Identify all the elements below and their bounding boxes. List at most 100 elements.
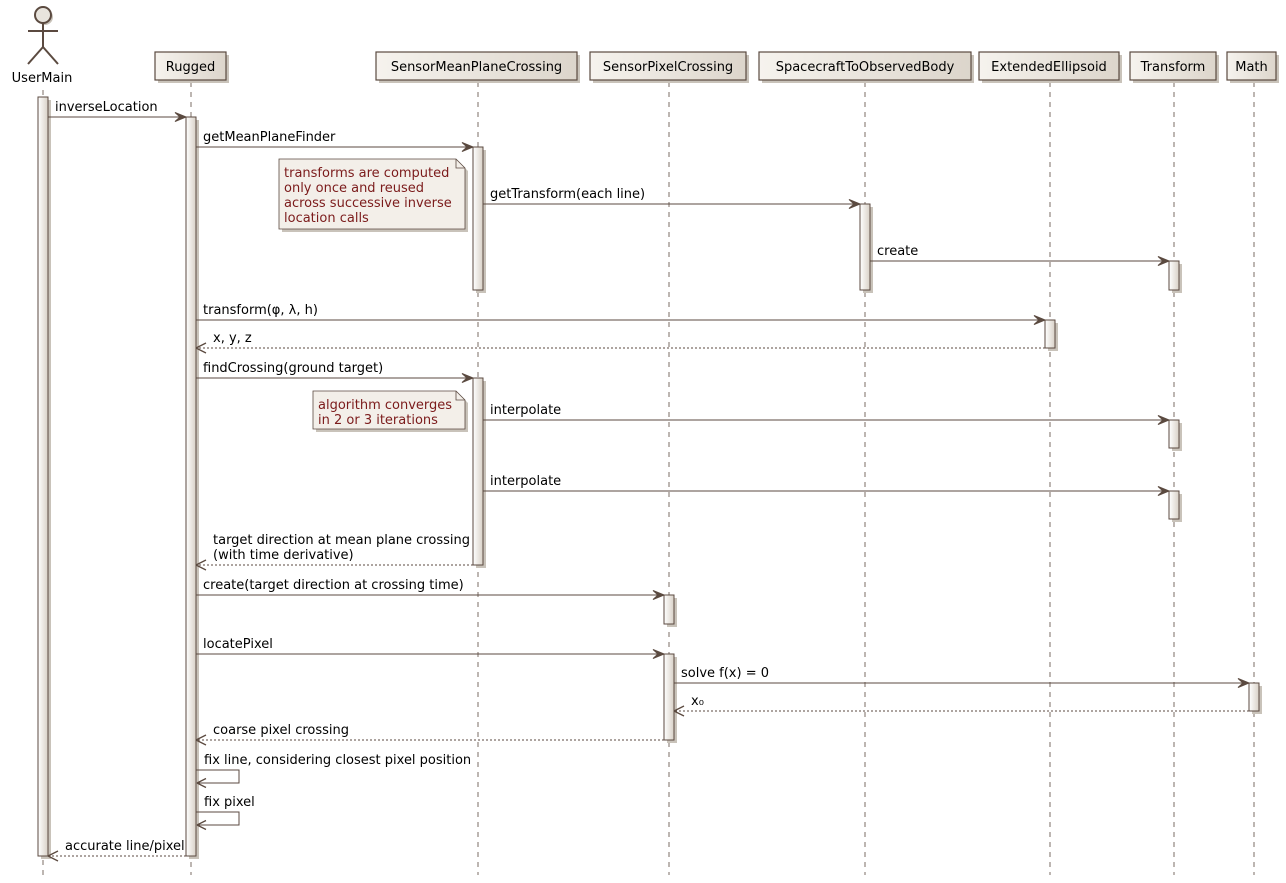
message-label: x₀ <box>691 694 704 709</box>
participant-s2b: SpacecraftToObservedBody <box>758 51 974 83</box>
message-label: x, y, z <box>213 331 252 346</box>
message-call: interpolate <box>483 403 1171 425</box>
message-line <box>196 811 240 826</box>
participant-math: Math <box>1226 51 1279 83</box>
participant-box <box>978 51 1120 81</box>
activation-bar-math <box>1248 682 1260 712</box>
participant-box <box>589 51 747 81</box>
message-label: create(target direction at crossing time… <box>203 578 464 593</box>
note-box <box>278 158 466 230</box>
arrow-head <box>195 342 207 354</box>
message-label: interpolate <box>490 403 561 418</box>
arrow-head <box>47 850 59 862</box>
message-label: interpolate <box>490 474 561 489</box>
activation-bar-rugged <box>185 116 197 857</box>
message-self: fix line, considering closest pixel posi… <box>196 753 471 789</box>
message-label: target direction at mean plane crossing(… <box>213 533 470 563</box>
message-call: create <box>870 244 1171 266</box>
message-call: interpolate <box>483 474 1171 496</box>
arrow-head <box>1157 486 1171 496</box>
message-label: solve f(x) = 0 <box>681 666 769 681</box>
arrow-head <box>848 199 862 209</box>
message-return: accurate line/pixel <box>47 839 186 862</box>
message-return: x, y, z <box>195 331 1045 354</box>
participant-label: Rugged <box>166 60 215 75</box>
participant-label: Math <box>1235 60 1268 75</box>
arrow-head <box>652 590 666 600</box>
message-call: findCrossing(ground target) <box>196 361 475 383</box>
participant-label: SensorPixelCrossing <box>603 60 733 75</box>
activation-bar-smpc <box>472 146 484 291</box>
participant-spc: SensorPixelCrossing <box>589 51 749 83</box>
arrow-head <box>196 777 207 789</box>
arrow-head <box>174 112 188 122</box>
participant-smpc: SensorMeanPlaneCrossing <box>375 51 580 83</box>
activation-bar-smpc <box>472 377 484 566</box>
arrow-head <box>1237 678 1251 688</box>
message-call: locatePixel <box>196 637 666 659</box>
arrow-head <box>461 373 475 383</box>
message-call: solve f(x) = 0 <box>674 666 1251 688</box>
message-line <box>196 769 240 784</box>
message-call: getTransform(each line) <box>483 187 862 209</box>
arrow-head <box>195 734 207 746</box>
participant-box <box>1129 51 1217 81</box>
message-label: coarse pixel crossing <box>213 723 349 738</box>
participant-box <box>758 51 972 81</box>
activation-bar-s2b <box>859 203 871 291</box>
arrow-head <box>1033 315 1047 325</box>
message-call: create(target direction at crossing time… <box>196 578 666 600</box>
message-label: inverseLocation <box>55 100 158 115</box>
actor-stick-figure-icon <box>27 6 59 65</box>
arrow-head <box>1157 415 1171 425</box>
participant-ell: ExtendedEllipsoid <box>978 51 1122 83</box>
arrow-head <box>673 705 685 717</box>
activation-bar-spc <box>663 594 675 625</box>
message-label: accurate line/pixel <box>65 839 185 854</box>
activation-bar-spc <box>663 653 675 741</box>
participant-label: SensorMeanPlaneCrossing <box>391 60 562 75</box>
message-call: inverseLocation <box>48 100 188 122</box>
message-label: fix line, considering closest pixel posi… <box>204 753 471 768</box>
message-return: target direction at mean plane crossing(… <box>195 533 473 571</box>
note-fold <box>455 159 465 169</box>
note-fold <box>455 391 465 401</box>
participant-tr: Transform <box>1129 51 1219 83</box>
arrow-head <box>652 649 666 659</box>
arrow-head <box>461 142 475 152</box>
participant-label: UserMain <box>12 71 73 86</box>
participant-label: ExtendedEllipsoid <box>991 60 1107 75</box>
participant-rugged: Rugged <box>154 51 229 83</box>
arrow-head <box>196 819 207 831</box>
arrow-head <box>1157 256 1171 266</box>
message-call: getMeanPlaneFinder <box>196 130 475 152</box>
note-box <box>312 390 466 430</box>
activation-bar-ell <box>1044 319 1056 349</box>
participant-label: Transform <box>1140 60 1206 75</box>
message-label: fix pixel <box>204 795 255 810</box>
message-label: getMeanPlaneFinder <box>203 130 336 145</box>
activation-bar-user <box>37 96 49 857</box>
message-self: fix pixel <box>196 795 255 831</box>
message-label: create <box>877 244 918 259</box>
activation-bar-tr <box>1168 260 1180 291</box>
activation-bar-tr <box>1168 490 1180 520</box>
participant-box <box>1226 51 1277 81</box>
message-label: getTransform(each line) <box>490 187 645 202</box>
arrow-head <box>195 559 207 571</box>
activation-bar-tr <box>1168 419 1180 449</box>
message-label: locatePixel <box>203 637 273 652</box>
participant-label: SpacecraftToObservedBody <box>776 60 955 75</box>
message-return: coarse pixel crossing <box>195 723 664 746</box>
message-label: findCrossing(ground target) <box>203 361 383 376</box>
message-call: transform(φ, λ, h) <box>196 303 1047 325</box>
message-return: x₀ <box>673 694 1249 717</box>
actor-user: UserMain <box>12 6 73 86</box>
participant-box <box>154 51 227 81</box>
participant-box <box>375 51 578 81</box>
